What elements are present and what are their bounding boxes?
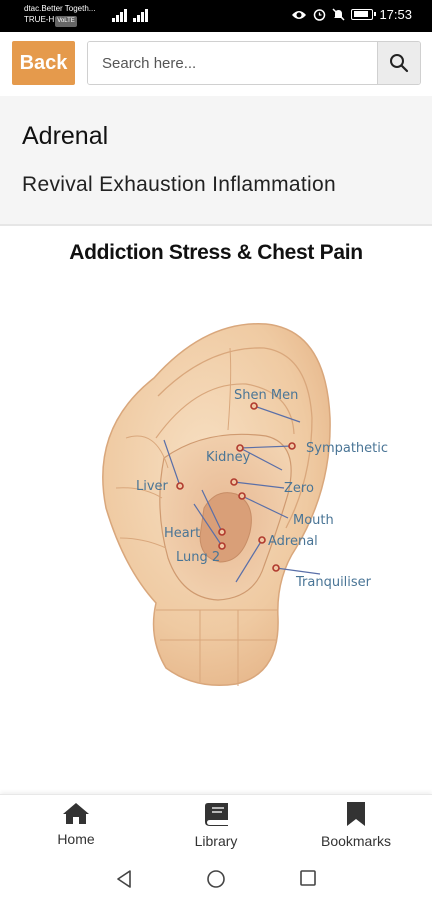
search-input[interactable]	[88, 42, 377, 84]
nav-home[interactable]: Home	[16, 801, 136, 847]
point-mouth	[238, 492, 246, 500]
title-panel: Adrenal Revival Exhaustion Inflammation	[0, 96, 432, 226]
content-heading: Addiction Stress & Chest Pain	[69, 241, 363, 264]
point-lung2	[218, 542, 226, 550]
carrier-name: dtac.Better Togeth...	[24, 4, 96, 13]
signal-icon	[112, 8, 148, 22]
label-shen-men: Shen Men	[234, 388, 298, 403]
page-subtitle: Revival Exhaustion Inflammation	[22, 173, 336, 196]
search-bar	[87, 41, 421, 85]
book-icon	[205, 803, 228, 826]
ear-diagram: Shen Men Sympathetic Kidney Liver Zero M…	[96, 318, 402, 690]
point-heart	[218, 528, 226, 536]
nav-library[interactable]: Library	[156, 801, 276, 849]
search-icon	[390, 54, 409, 73]
home-icon	[63, 803, 89, 824]
nav-library-label: Library	[194, 833, 238, 849]
point-shen-men	[250, 402, 258, 410]
label-sympathetic: Sympathetic	[306, 441, 388, 456]
carrier-name-2: TRUE-H	[24, 15, 55, 24]
label-heart: Heart	[164, 526, 200, 541]
point-adrenal	[258, 536, 266, 544]
back-button[interactable]: Back	[12, 41, 75, 85]
battery-icon	[351, 9, 377, 20]
point-kidney	[236, 444, 244, 452]
clock: 17:53	[379, 7, 412, 22]
back-triangle-icon[interactable]	[115, 869, 133, 889]
bottom-nav: Home Library Bookmarks	[0, 794, 432, 858]
alarm-icon	[314, 9, 326, 21]
label-lung2: Lung 2	[176, 550, 220, 565]
point-zero	[230, 478, 238, 486]
nav-home-label: Home	[57, 831, 95, 847]
nav-bookmarks[interactable]: Bookmarks	[296, 801, 416, 849]
mute-icon	[332, 8, 345, 21]
label-liver: Liver	[136, 479, 169, 494]
eye-icon	[292, 10, 307, 19]
system-nav-bar	[0, 858, 432, 900]
app-header: Back	[0, 32, 432, 96]
point-tranquiliser	[272, 564, 280, 572]
recents-square-icon[interactable]	[299, 869, 317, 887]
status-icons: 17:53	[291, 7, 412, 22]
label-mouth: Mouth	[293, 513, 334, 528]
label-kidney: Kidney	[206, 450, 251, 465]
volte-badge: VoLTE	[55, 16, 77, 27]
label-tranquiliser: Tranquiliser	[295, 575, 372, 590]
nav-bookmarks-label: Bookmarks	[320, 833, 392, 849]
home-circle-icon[interactable]	[206, 869, 226, 889]
label-zero: Zero	[284, 481, 314, 496]
page-title: Adrenal	[22, 122, 109, 150]
label-adrenal: Adrenal	[268, 534, 318, 549]
point-sympathetic	[288, 442, 296, 450]
point-liver	[176, 482, 184, 490]
search-button[interactable]	[377, 42, 420, 84]
bookmark-icon	[347, 802, 365, 826]
